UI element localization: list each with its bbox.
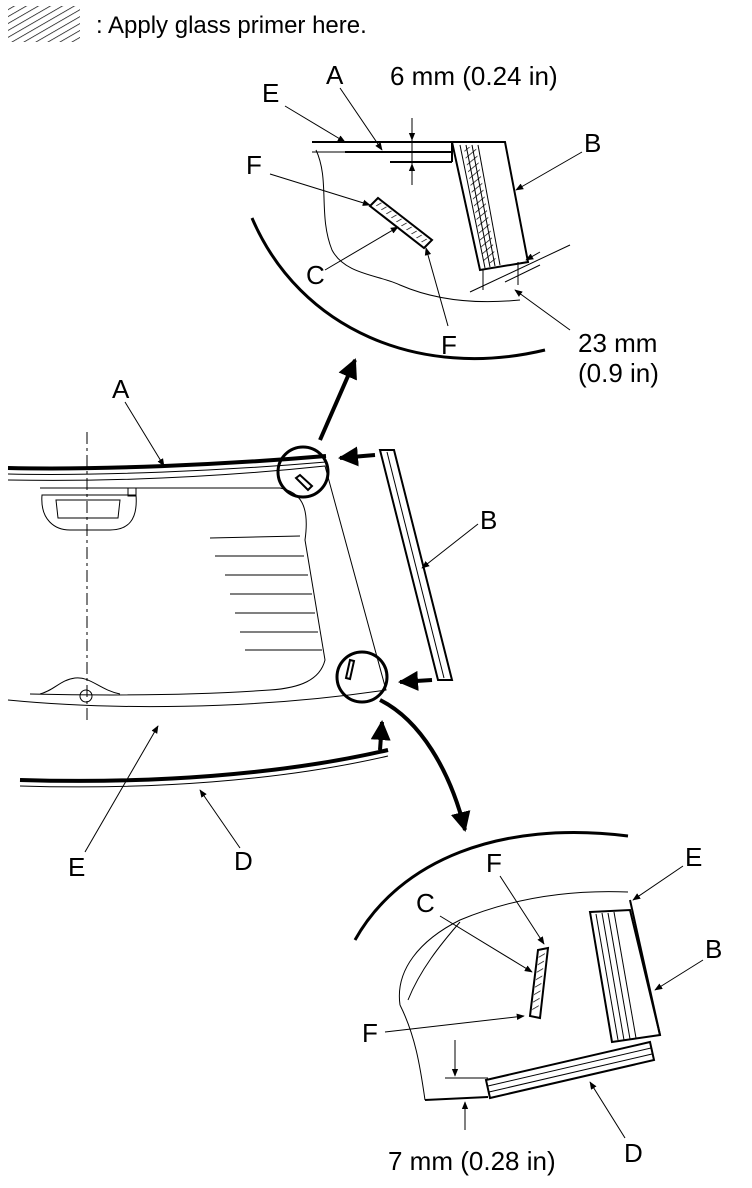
main-glass-outline — [7, 465, 387, 708]
top-label-b: B — [584, 128, 601, 158]
legend: : Apply glass primer here. — [8, 6, 367, 42]
top-detail: 6 mm (0.24 in) 23 mm (0.9 in) A E B F C … — [246, 60, 659, 388]
bottom-detail: 7 mm (0.28 in) F C E B F D — [353, 831, 722, 1176]
bottom-detail-arc — [353, 831, 629, 941]
bottom-molding-b — [588, 908, 662, 1044]
wiper-cutout — [41, 494, 137, 531]
main-molding-d — [19, 748, 389, 783]
bottom-label-f-upper: F — [486, 848, 502, 878]
main-label-b: B — [480, 505, 497, 535]
top-clip-c — [368, 196, 434, 250]
bottom-label-b: B — [705, 934, 722, 964]
main-molding-b — [378, 449, 454, 681]
bottom-glass-outline — [398, 891, 629, 1006]
bottom-gap-dimension: 7 mm (0.28 in) — [388, 1146, 556, 1176]
top-label-a: A — [326, 60, 344, 90]
main-label-a: A — [112, 374, 130, 404]
main-label-d: D — [234, 846, 253, 876]
top-label-c: C — [306, 260, 325, 290]
bottom-label-f-lower: F — [362, 1018, 378, 1048]
bottom-callout-arrow — [379, 698, 471, 832]
top-gap-dimension: 6 mm (0.24 in) — [390, 61, 558, 91]
legend-text: : Apply glass primer here. — [96, 12, 367, 39]
hatch-swatch-icon — [8, 6, 80, 42]
bottom-label-e: E — [685, 842, 702, 872]
main-label-e: E — [68, 852, 85, 882]
main-window: A B E D — [7, 374, 497, 882]
bottom-label-d: D — [624, 1138, 643, 1168]
top-overlap-dimension-inch: (0.9 in) — [578, 358, 659, 388]
top-detail-arc — [250, 217, 546, 361]
bottom-molding-d — [484, 1040, 656, 1100]
top-callout-arrow — [318, 358, 357, 441]
top-label-f-upper: F — [246, 150, 262, 180]
defroster-lines — [209, 535, 322, 651]
top-label-f-lower: F — [441, 330, 457, 360]
upper-callout-circle — [276, 445, 330, 499]
top-label-e: E — [262, 78, 279, 108]
top-molding-b — [450, 141, 530, 272]
bottom-label-c: C — [416, 888, 435, 918]
top-glass-outline — [315, 149, 521, 303]
bottom-clip-c — [528, 946, 550, 1020]
lower-callout-circle — [335, 650, 389, 704]
top-overlap-dimension: 23 mm — [578, 328, 657, 358]
